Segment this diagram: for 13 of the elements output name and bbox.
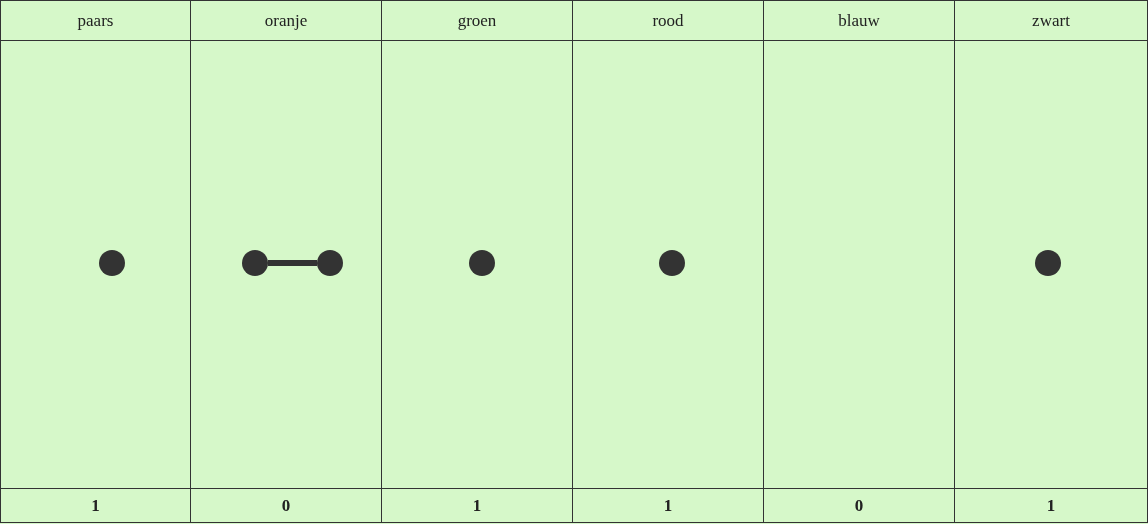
count-value: 1 <box>472 494 482 517</box>
column-header: groen <box>457 9 497 32</box>
column-header: rood <box>652 9 684 32</box>
count-value: 0 <box>854 494 864 517</box>
count-value: 1 <box>91 494 100 517</box>
count-value: 1 <box>1046 494 1056 517</box>
column-header: paars <box>77 9 114 32</box>
column-header: blauw <box>838 9 880 32</box>
count-value: 1 <box>663 494 673 517</box>
count-value: 0 <box>281 494 291 517</box>
column-header: oranje <box>264 9 308 32</box>
column-header: zwart <box>1032 9 1070 32</box>
connecting-line <box>268 260 317 266</box>
